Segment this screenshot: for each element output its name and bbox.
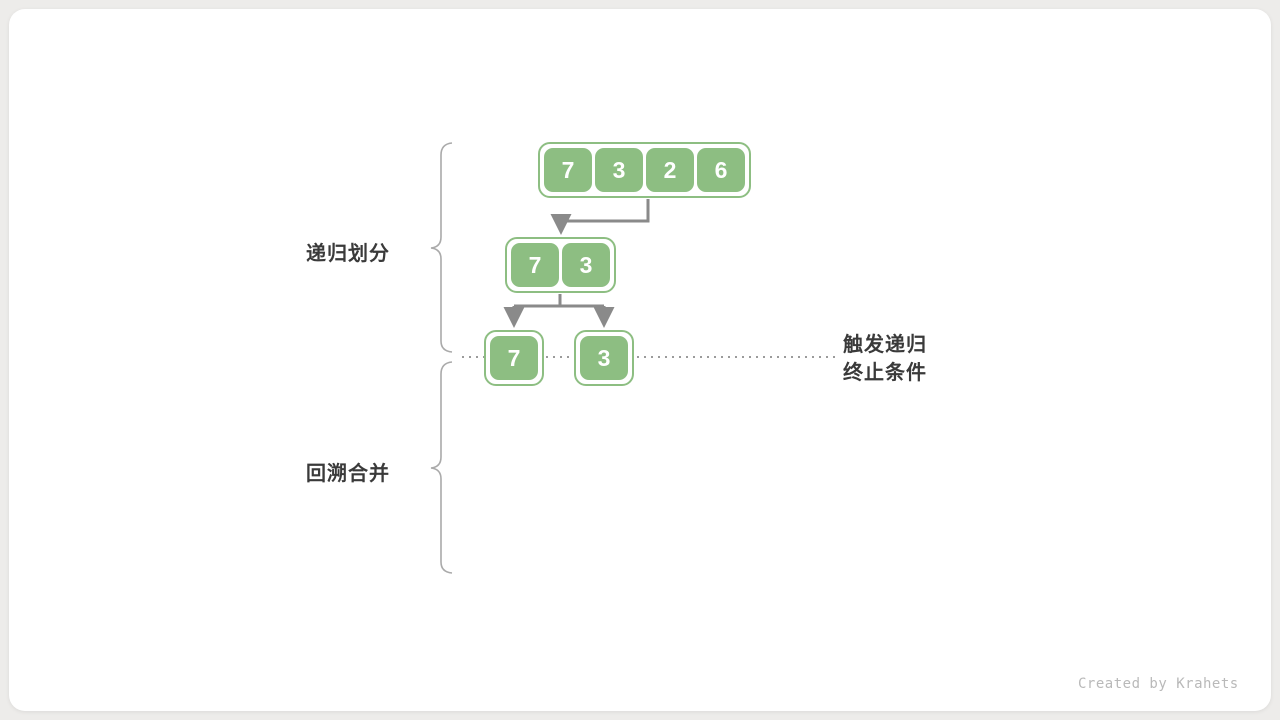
array-cell: 7 [511, 243, 559, 287]
array-leaf-right: 3 [574, 330, 634, 386]
array-cell: 3 [580, 336, 628, 380]
array-cell: 2 [646, 148, 694, 192]
merge-phase-label: 回溯合并 [306, 463, 390, 485]
array-level-0: 7 3 2 6 [538, 142, 751, 198]
array-level-1: 7 3 [505, 237, 616, 293]
base-case-label-line1: 触发递归 [843, 334, 927, 356]
array-leaf-left: 7 [484, 330, 544, 386]
array-cell: 7 [490, 336, 538, 380]
array-cell: 7 [544, 148, 592, 192]
array-cell: 3 [562, 243, 610, 287]
divide-phase-label: 递归划分 [306, 243, 390, 265]
base-case-label: 触发递归 终止条件 [843, 331, 927, 387]
brace-divide-phase [430, 142, 453, 353]
card-background [9, 9, 1271, 711]
array-cell: 6 [697, 148, 745, 192]
brace-merge-phase [430, 361, 453, 574]
base-case-label-line2: 终止条件 [843, 362, 927, 384]
arrow-level0-to-level1 [550, 199, 650, 235]
array-cell: 3 [595, 148, 643, 192]
watermark-credit: Created by Krahets [1078, 676, 1239, 692]
